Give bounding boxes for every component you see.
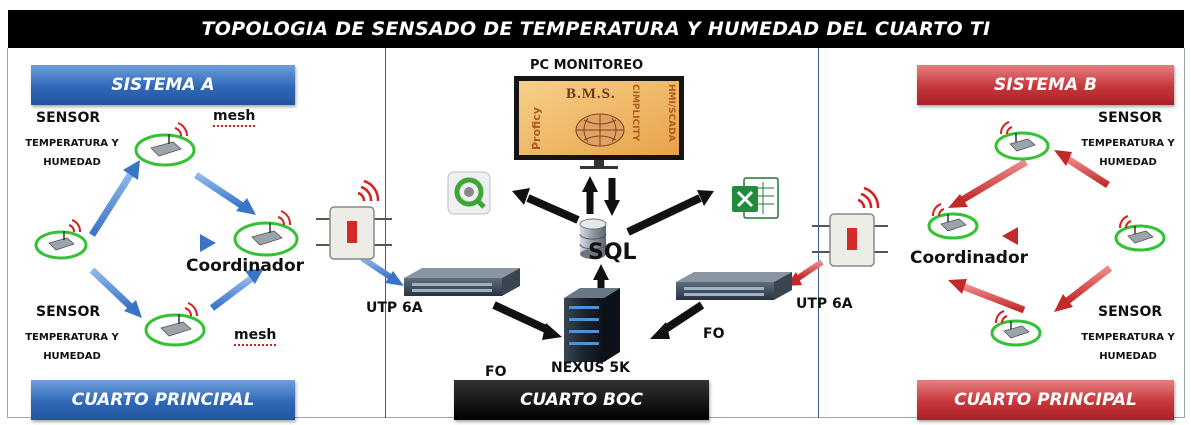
coordinator-label: Coordinador (186, 256, 305, 276)
sensor-sublabel: HUMEDAD (43, 157, 101, 168)
center-room-banner: CUARTO BOC (454, 380, 709, 420)
gateway-icon (812, 186, 888, 267)
wireless-sensor-icon (990, 310, 1042, 347)
black-arrow (626, 190, 714, 236)
blue-arrow (209, 268, 264, 311)
sensor-label: SENSOR (36, 110, 101, 126)
network-switch-icon (676, 272, 792, 300)
wireless-sensor-icon (994, 121, 1050, 161)
black-arrow-down (604, 178, 620, 216)
sensor-label: SENSOR (1098, 304, 1163, 320)
wireless-sensor-icon (134, 122, 196, 167)
database-icon (579, 218, 607, 259)
fiber-label: FO (703, 326, 725, 342)
blue-arrow (360, 255, 404, 286)
gateway-icon (316, 179, 392, 260)
sensor-sublabel: HUMEDAD (1099, 351, 1157, 362)
black-arrow (512, 188, 580, 224)
sensor-sublabel: TEMPERATURA Y (1081, 332, 1175, 343)
diagram-title: TOPOLOGIA DE SENSADO DE TEMPERATURA Y HU… (8, 10, 1184, 48)
sensor-sublabel: TEMPERATURA Y (25, 332, 119, 343)
red-arrow (1054, 265, 1113, 312)
monitor-icon (514, 76, 684, 169)
sql-label: SQL (588, 240, 637, 265)
proficy-label: Proficy (530, 107, 543, 150)
pc-label: PC MONITOREO (530, 58, 644, 73)
wireless-sensor-icon (1114, 215, 1166, 252)
network-switch-icon (404, 268, 520, 296)
sensor-sublabel: HUMEDAD (1099, 157, 1157, 168)
server-icon (564, 288, 620, 362)
system-b-banner: SISTEMA B (917, 65, 1174, 105)
section-divider-right (818, 48, 819, 418)
core-switch-label: NEXUS 5K (551, 360, 630, 376)
section-divider-left (385, 48, 386, 418)
black-arrow (650, 301, 705, 339)
blue-arrow (102, 234, 216, 252)
blue-arrow (194, 172, 256, 215)
blue-arrow (89, 267, 142, 318)
wireless-sensor-icon (34, 219, 88, 260)
blue-arrow (89, 160, 140, 237)
sensor-sublabel: HUMEDAD (43, 351, 101, 362)
coordinator-label: Coordinador (910, 248, 1029, 268)
bms-globe (575, 113, 625, 147)
fiber-label: FO (485, 364, 507, 380)
wireless-sensor-icon (144, 302, 206, 347)
cimplicity-label: CIMPLICITY (630, 84, 640, 142)
wireless-sensor-icon (927, 203, 979, 240)
red-arrow (948, 158, 1028, 208)
mesh-label: mesh (213, 108, 256, 127)
bms-title: B.M.S. (566, 86, 616, 102)
black-arrow-up (582, 176, 598, 214)
red-arrow (1054, 150, 1110, 188)
red-arrow (1002, 227, 1110, 245)
qlikview-icon (447, 171, 491, 215)
black-arrow (492, 301, 562, 340)
cable-label: UTP 6A (366, 300, 423, 316)
hmi-label: HMI/SCADA (666, 84, 676, 142)
left-room-banner: CUARTO PRINCIPAL (31, 380, 295, 420)
sensor-sublabel: TEMPERATURA Y (25, 138, 119, 149)
sensor-sublabel: TEMPERATURA Y (1081, 138, 1175, 149)
sensor-label: SENSOR (1098, 110, 1163, 126)
wireless-sensor-icon (233, 210, 299, 257)
cable-label: UTP 6A (796, 296, 853, 312)
red-arrow (948, 279, 1026, 314)
system-a-banner: SISTEMA A (31, 65, 295, 105)
excel-icon (732, 177, 779, 219)
sensor-label: SENSOR (36, 304, 101, 320)
right-room-banner: CUARTO PRINCIPAL (917, 380, 1174, 420)
mesh-label: mesh (234, 327, 277, 346)
